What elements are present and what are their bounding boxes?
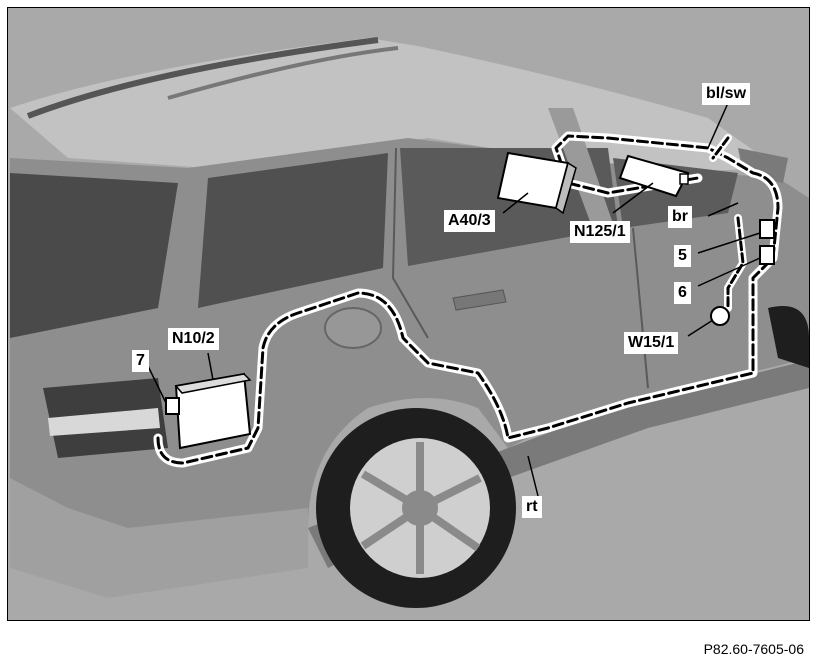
connector-5 <box>759 219 775 239</box>
a40-3-unit <box>496 151 577 215</box>
car-illustration <box>8 8 809 620</box>
diagram-frame: bl/sw A40/3 N125/1 br 5 6 W15/1 N10/2 7 … <box>7 7 810 621</box>
n125-1-unit <box>618 154 690 198</box>
callout-6: 6 <box>674 282 691 304</box>
roof-rail <box>26 37 379 119</box>
callout-br: br <box>668 206 692 228</box>
n10-2-unit <box>174 372 252 450</box>
connector-7 <box>165 397 180 415</box>
front-tire <box>768 306 809 368</box>
roof-rail-rear <box>167 46 399 100</box>
leader-lines <box>147 102 761 497</box>
rear-window <box>10 173 178 338</box>
door-seam-front <box>632 227 649 389</box>
callout-n125-1: N125/1 <box>570 221 630 243</box>
door-handle <box>452 289 507 311</box>
connector-6 <box>759 245 775 265</box>
callout-5: 5 <box>674 245 691 267</box>
callout-bl-sw: bl/sw <box>702 83 751 105</box>
w15-1-ground-point <box>710 306 730 326</box>
door-seam-rear <box>391 147 429 339</box>
callout-7: 7 <box>132 350 149 372</box>
callout-a40-3: A40/3 <box>444 210 495 232</box>
fuel-flap <box>324 307 382 349</box>
callout-rt: rt <box>522 496 542 518</box>
wheel-spokes <box>360 442 482 574</box>
wiring-harness <box>153 131 783 468</box>
tail-light-reflector <box>48 408 160 436</box>
quarter-window <box>198 153 388 308</box>
rear-bumper <box>10 478 308 598</box>
callout-n10-2: N10/2 <box>168 328 219 350</box>
side-sill <box>308 360 809 568</box>
figure-id: P82.60-7605-06 <box>703 641 804 657</box>
callout-w15-1: W15/1 <box>624 332 679 354</box>
